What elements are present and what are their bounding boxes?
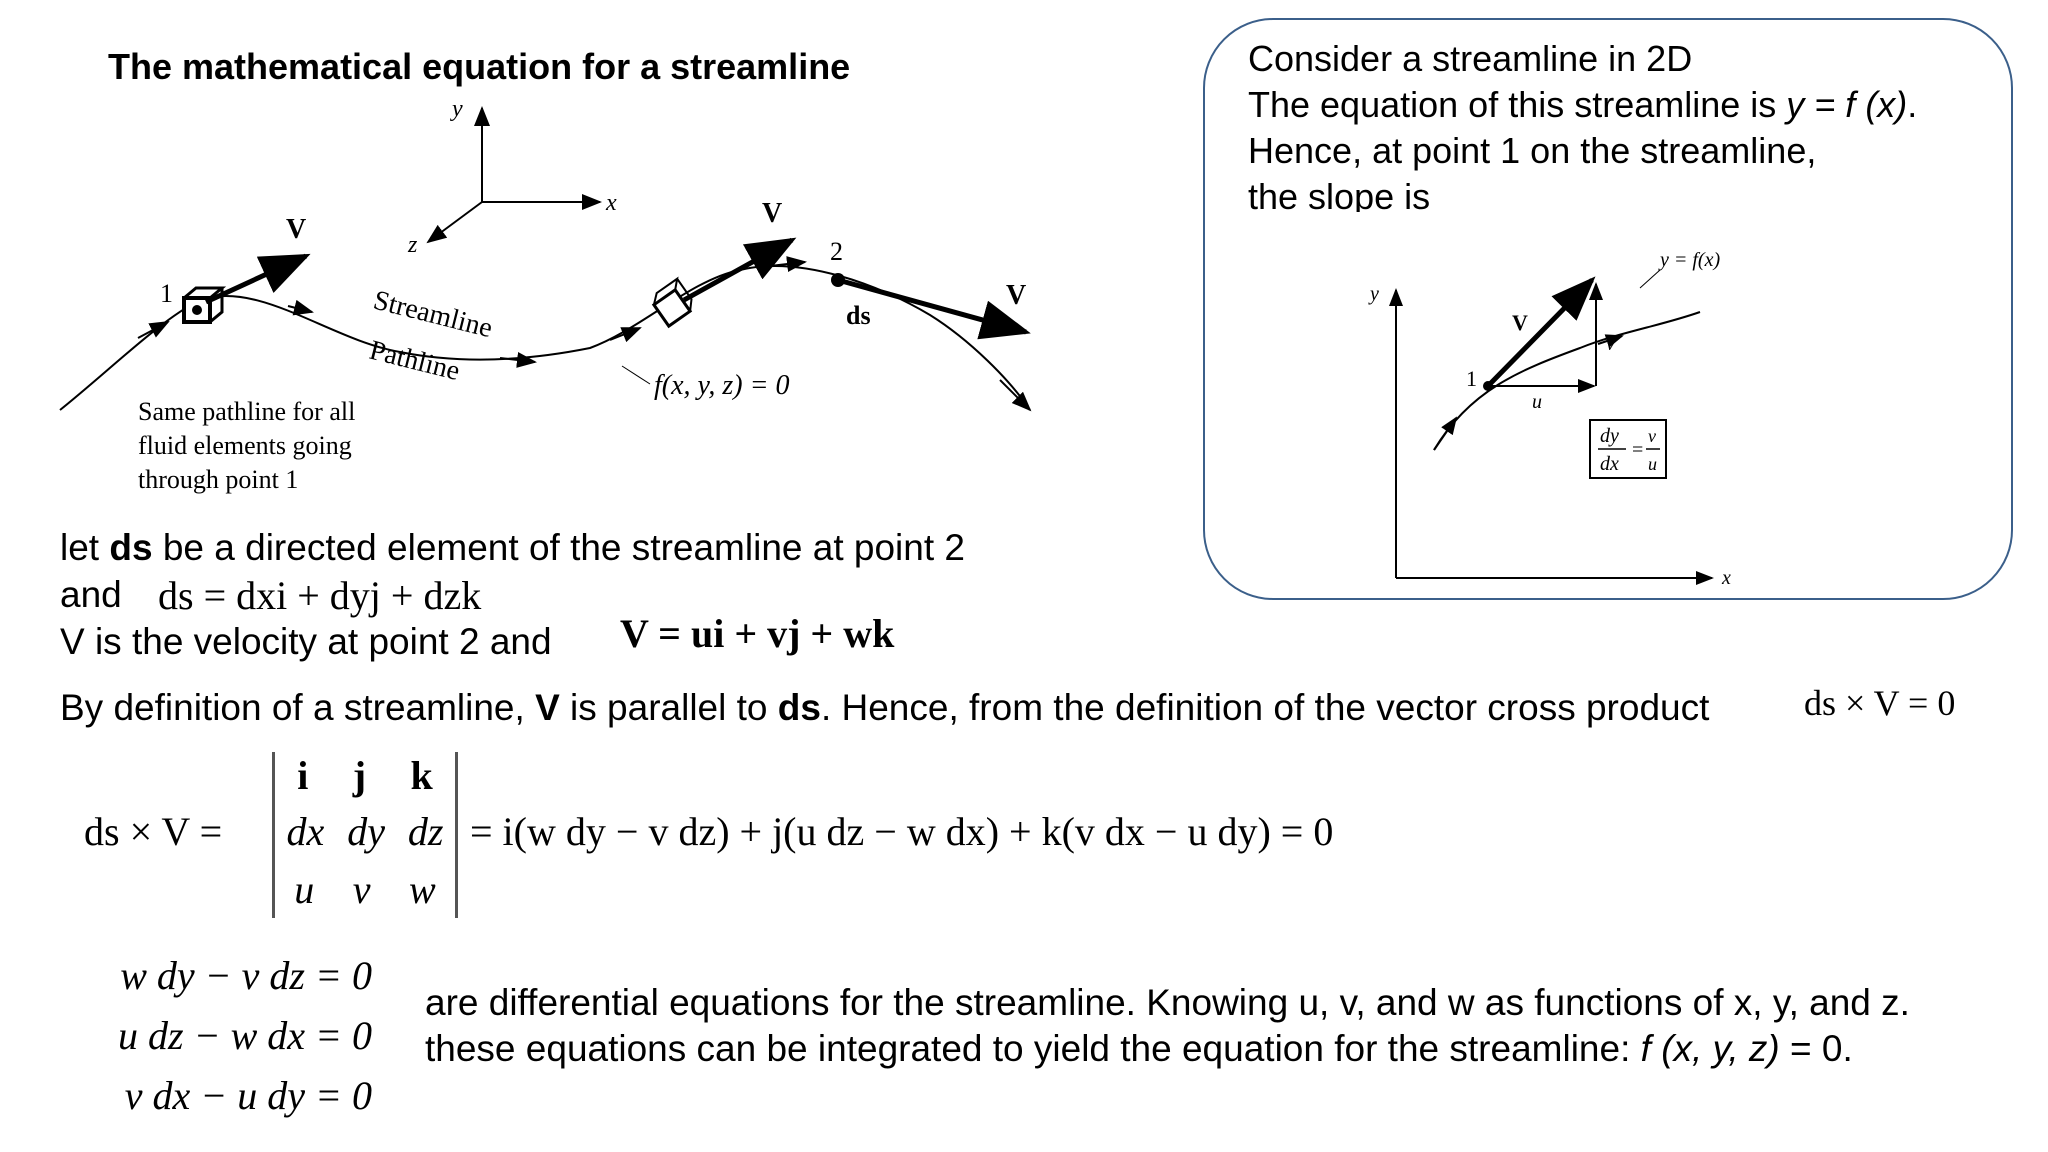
box-line-2: The equation of this streamline is y = f… (1248, 82, 1917, 128)
def-part-2: is parallel to (559, 687, 778, 728)
slope-figure: y x y = f(x) 1 V u v dy dx = v u (1368, 249, 1731, 589)
let-suffix: be a directed element of the streamline … (152, 527, 965, 568)
definition-line: By definition of a streamline, V is para… (60, 685, 1709, 731)
fig-curve-leader (1639, 269, 1661, 289)
fig-equals: = (1632, 439, 1643, 461)
ds-equation: ds = dxi + dyj + dzk (158, 573, 482, 618)
point-2-label: 2 (830, 237, 843, 266)
def-V: V (535, 687, 560, 728)
point-1-label: 1 (160, 279, 173, 308)
flow-arrow-icon (609, 327, 642, 343)
fig-point-1-label: 1 (1466, 366, 1477, 391)
differential-equations: w dy − v dz = 0 u dz − w dx = 0 v dx − u… (82, 946, 372, 1126)
axis-y-label: y (450, 96, 463, 122)
velocity-vector-2 (682, 237, 797, 303)
velocity-vector-3 (837, 277, 1031, 340)
conclusion-suffix: = 0. (1779, 1028, 1853, 1069)
matrix-row-3: u v w (275, 866, 455, 913)
leader-line (621, 365, 651, 385)
axis-x-label: x (605, 190, 617, 216)
box-line-3: Hence, at point 1 on the streamline, (1248, 130, 1817, 171)
fig-curve (1433, 311, 1701, 451)
note-line-1: Same pathline for all (138, 397, 355, 426)
def-part-1: By definition of a streamline, (60, 687, 536, 728)
matrix-row-2: dx dy dz (275, 808, 455, 855)
box-line-2-prefix: The equation of this streamline is (1248, 84, 1787, 125)
matrix-cell: dx (286, 809, 325, 854)
box-line-2-math: y = f (x) (1786, 84, 1908, 125)
note-line-2: fluid elements going (138, 431, 352, 460)
determinant-lhs: ds × V = (84, 809, 223, 854)
streamline-label: Streamline (370, 285, 495, 344)
fig-frac-u: u (1648, 454, 1657, 474)
fig-curve-label: y = f(x) (1658, 249, 1720, 271)
matrix-cell: u (294, 867, 315, 912)
fig-dy: dy (1600, 425, 1619, 447)
box-line-1: Consider a streamline in 2D (1248, 38, 1693, 79)
v-label-2: V (762, 198, 782, 229)
matrix-cell: dz (407, 809, 444, 854)
conclusion-line-2: these equations can be integrated to yie… (425, 1026, 1853, 1072)
box-line-2-suffix: . (1907, 84, 1918, 125)
page-title: The mathematical equation for a streamli… (108, 46, 851, 87)
fig-frac-v: v (1648, 426, 1656, 446)
fluid-element-rotated-icon (651, 276, 693, 329)
flow-arrow-icon (999, 379, 1032, 412)
streamline-2d-box (1203, 18, 2013, 600)
v-equation: V = ui + vj + wk (620, 611, 895, 656)
pathline-label: Pathline (366, 335, 463, 387)
equation-3: v dx − u dy = 0 (124, 1073, 372, 1118)
conclusion-prefix: these equations can be integrated to yie… (425, 1028, 1641, 1069)
matrix-cell: j (352, 753, 367, 798)
fig-curve-arrow-icon (1433, 416, 1458, 451)
let-prefix: let (60, 527, 110, 568)
matrix-cell: dy (347, 809, 385, 854)
equation-2: u dz − w dx = 0 (118, 1013, 372, 1058)
streamline-diagram: y x z 1 V V 2 V ds Streamline Pathline f… (59, 96, 1032, 494)
fig-u-label: u (1532, 391, 1542, 413)
fig-velocity-vector (1486, 276, 1596, 388)
box-line-4: the slope is (1248, 176, 1431, 212)
determinant-matrix: i j k dx dy dz u v w (272, 752, 458, 918)
fig-x-label: x (1721, 567, 1731, 589)
let-bold: ds (109, 527, 153, 568)
v-label-3: V (1006, 280, 1026, 311)
velocity-vector-1 (204, 253, 311, 305)
flow-arrow-icon (499, 352, 537, 368)
determinant-rhs: = i(w dy − v dz) + j(u dz − w dx) + k(v … (470, 809, 1334, 854)
box-text: Consider a streamline in 2D The equation… (1248, 36, 1917, 212)
fig-y-label: y (1368, 283, 1379, 305)
def-ds: ds (777, 687, 821, 728)
flow-arrow-icon (287, 299, 314, 316)
matrix-cell: v (352, 867, 371, 912)
ds-label: ds (846, 301, 871, 330)
fxyz-label: f(x, y, z) = 0 (654, 370, 790, 401)
def-part-3: . Hence, from the definition of the vect… (820, 687, 1710, 728)
matrix-row-1: i j k (275, 752, 455, 799)
fig-v-comp-label: v (1606, 333, 1615, 355)
fig-curve-arrow-icon (1597, 334, 1624, 348)
axis-z-label: z (407, 232, 418, 258)
equation-1: w dy − v dz = 0 (120, 953, 372, 998)
conclusion-math: f (x, y, z) (1640, 1028, 1780, 1069)
conclusion-line-1: are differential equations for the strea… (425, 982, 1910, 1023)
fluid-element-cube-icon (182, 286, 227, 324)
note-line-3: through point 1 (138, 465, 298, 494)
let-ds-line: let ds be a directed element of the stre… (60, 525, 965, 571)
flow-arrow-icon (137, 321, 170, 339)
fig-v-label: V (1512, 310, 1528, 335)
and-label: and (60, 574, 122, 615)
matrix-cell: i (297, 753, 309, 798)
matrix-cell: w (409, 867, 436, 912)
matrix-cell: k (410, 753, 433, 798)
v-label-1: V (286, 214, 306, 245)
cross-product-zero: ds × V = 0 (1804, 683, 1956, 723)
fig-dx: dx (1600, 453, 1619, 475)
axis-z-line (426, 201, 483, 244)
v-velocity-line: V is the velocity at point 2 and (60, 621, 552, 662)
